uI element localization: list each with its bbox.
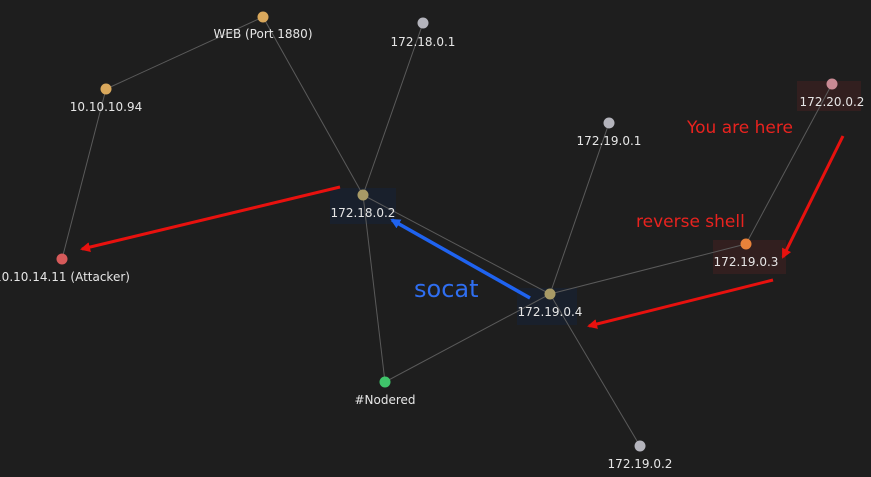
node-attacker[interactable]: 10.10.14.11 (Attacker) xyxy=(0,253,130,285)
node-dot[interactable] xyxy=(603,117,615,129)
you-are-here-label: You are here xyxy=(686,118,793,138)
node-label: 172.19.0.3 xyxy=(714,255,779,269)
edges-layer xyxy=(61,16,833,447)
edge-n_172_18_0_2-n_172_19_0_4 xyxy=(362,194,551,295)
node-dot[interactable] xyxy=(544,288,556,300)
node-n_172_18_0_1[interactable]: 172.18.0.1 xyxy=(391,17,456,50)
node-dot[interactable] xyxy=(826,78,838,90)
node-dot[interactable] xyxy=(257,11,269,23)
reverse-shell-label: reverse shell xyxy=(636,212,745,232)
edge-n_10_10_10_94-attacker xyxy=(61,88,107,260)
node-dot[interactable] xyxy=(740,238,752,250)
node-nodered[interactable]: #Nodered xyxy=(354,376,416,408)
arrow-172-18-0-2-to-attacker xyxy=(80,185,341,252)
nodes-layer: WEB (Port 1880) 172.18.0.1 10.10.10.94 172.… xyxy=(0,11,865,472)
node-dot[interactable] xyxy=(417,17,429,29)
edge-n_172_19_0_4-nodered xyxy=(384,293,551,383)
node-dot[interactable] xyxy=(100,83,112,95)
node-n_172_18_0_2[interactable]: 172.18.0.2 xyxy=(331,189,396,221)
node-n_172_19_0_1[interactable]: 172.19.0.1 xyxy=(577,117,642,149)
node-label: 172.18.0.2 xyxy=(331,206,396,220)
socat-label: socat xyxy=(414,275,479,303)
node-n_10_10_10_94[interactable]: 10.10.10.94 xyxy=(70,83,143,115)
edge-n_172_18_0_2-nodered xyxy=(362,194,386,383)
edge-n_172_20_0_2-n_172_19_0_3 xyxy=(745,83,833,245)
node-web[interactable]: WEB (Port 1880) xyxy=(214,11,313,42)
edge-n_172_18_0_1-n_172_18_0_2 xyxy=(362,22,424,196)
node-n_172_19_0_3[interactable]: 172.19.0.3 xyxy=(714,238,779,270)
node-dot[interactable] xyxy=(357,189,369,201)
node-dot[interactable] xyxy=(379,376,391,388)
node-dot[interactable] xyxy=(56,253,68,265)
node-label: #Nodered xyxy=(354,393,415,407)
node-label: 172.20.0.2 xyxy=(800,95,865,109)
edge-n_172_19_0_4-n_172_19_0_3 xyxy=(549,243,747,295)
arrow-socat xyxy=(390,218,531,300)
edge-web-n_10_10_10_94 xyxy=(105,16,264,90)
arrow-172-19-0-3-to-172-19-0-4 xyxy=(587,278,774,329)
node-label: 172.19.0.2 xyxy=(608,457,673,471)
node-label: WEB (Port 1880) xyxy=(214,27,313,41)
edge-web-n_172_18_0_2 xyxy=(262,16,364,196)
node-n_172_20_0_2[interactable]: 172.20.0.2 xyxy=(800,78,865,110)
node-n_172_19_0_2[interactable]: 172.19.0.2 xyxy=(608,440,673,472)
edge-n_172_19_0_1-n_172_19_0_4 xyxy=(549,122,610,295)
node-label: 172.19.0.4 xyxy=(518,305,583,319)
node-label: 10.10.14.11 (Attacker) xyxy=(0,270,130,284)
node-label: 10.10.10.94 xyxy=(70,100,143,114)
node-label: 172.19.0.1 xyxy=(577,134,642,148)
node-dot[interactable] xyxy=(634,440,646,452)
node-label: 172.18.0.1 xyxy=(391,35,456,49)
node-n_172_19_0_4[interactable]: 172.19.0.4 xyxy=(518,288,583,320)
arrow-you-are-here-to-172-19-0-3 xyxy=(781,135,845,259)
edge-n_172_19_0_4-n_172_19_0_2 xyxy=(549,293,641,447)
